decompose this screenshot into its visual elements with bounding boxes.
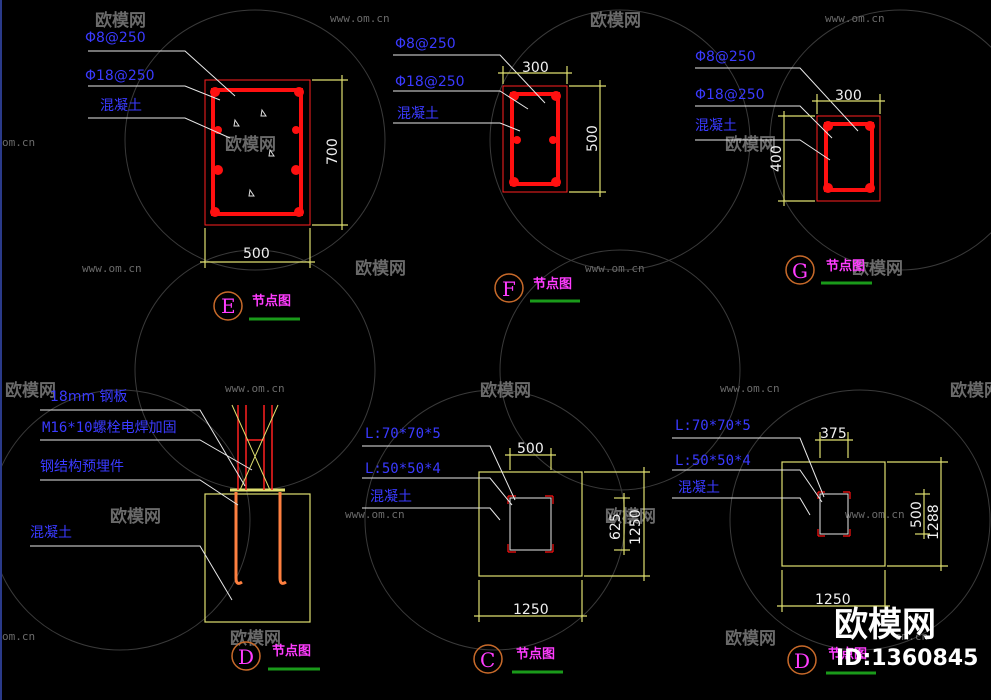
dimension-width: 300 — [835, 88, 862, 104]
watermark-brand: 欧模网 — [950, 380, 991, 401]
watermark-url: www.om.cn — [345, 508, 405, 521]
detail-title: 节点图 — [826, 258, 865, 274]
dimension-width: 500 — [243, 246, 270, 262]
watermark-url-fragment: om.cn — [2, 630, 35, 643]
dimension-right-inner: 625 — [608, 513, 624, 540]
dimension-top: 375 — [820, 426, 847, 442]
detail-title: 节点图 — [272, 643, 311, 659]
detail-tag: E — [221, 294, 236, 318]
rebar-main-label: Φ18@250 — [395, 74, 465, 90]
detail-d1: 18mm 钢板 M16*10螺栓电焊加固 钢结构预埋件 混凝土 D 节点图 — [30, 389, 320, 671]
rebar-main-label: Φ18@250 — [85, 68, 155, 84]
watermark-brand: 欧模网 — [110, 506, 161, 527]
dimension-bottom: 1250 — [513, 602, 549, 618]
detail-g: Φ8@250 Φ18@250 混凝土 300 400 G 节点图 — [695, 49, 885, 285]
concrete-label: 混凝土 — [100, 98, 142, 114]
detail-e: Φ8@250 Φ18@250 混凝土 500 700 E 节点图 — [85, 30, 348, 321]
dimension-bottom: 1250 — [815, 592, 851, 608]
watermark-url: www.om.cn — [82, 262, 142, 275]
detail-f: Φ8@250 Φ18@250 混凝土 300 500 F 节点图 — [393, 36, 606, 303]
model-id-text: ID:1360845 — [836, 646, 978, 671]
watermark-brand: 欧模网 — [852, 258, 903, 279]
rebar-stirrup-label: Φ8@250 — [85, 30, 146, 46]
detail-tag: C — [480, 648, 495, 672]
detail-title: 节点图 — [516, 646, 555, 662]
watermark-url-fragment: om.cn — [895, 630, 928, 643]
brand-overlay: 欧模网 ID:1360845 — [834, 605, 978, 671]
watermark-brand: 欧模网 — [725, 628, 776, 649]
rebar-stirrup-label: Φ8@250 — [395, 36, 456, 52]
watermark-brand: 欧模网 — [5, 380, 56, 401]
watermark-url: www.om.cn — [720, 382, 780, 395]
detail-tag: F — [502, 277, 516, 301]
watermark-url: www.om.cn — [330, 12, 390, 25]
watermark-brand: 欧模网 — [725, 134, 776, 155]
detail-tag: D — [794, 649, 810, 673]
detail-title: 节点图 — [828, 646, 867, 662]
watermark-url-fragment: om.cn — [2, 136, 35, 149]
dimension-right-outer: 1250 — [628, 509, 644, 545]
angle-outer-label: L:70*70*5 — [675, 418, 751, 434]
watermark-brand: 欧模网 — [480, 380, 531, 401]
watermark-brand: 欧模网 — [230, 628, 281, 649]
watermark-brand: 欧模网 — [95, 10, 146, 31]
rebar-main-label: Φ18@250 — [695, 87, 765, 103]
concrete-label: 混凝土 — [30, 525, 72, 541]
angle-inner-label: L:50*50*4 — [365, 461, 441, 477]
rebar-stirrup-label: Φ8@250 — [695, 49, 756, 65]
concrete-label: 混凝土 — [678, 480, 720, 496]
brand-logo-text: 欧模网 — [834, 605, 936, 645]
concrete-label: 混凝土 — [695, 118, 737, 134]
dimension-width: 300 — [522, 60, 549, 76]
watermark-brand: 欧模网 — [355, 258, 406, 279]
angle-outer-label: L:70*70*5 — [365, 426, 441, 442]
angle-inner-label: L:50*50*4 — [675, 453, 751, 469]
detail-title: 节点图 — [533, 276, 572, 292]
dimension-height: 400 — [769, 145, 785, 172]
detail-c: L:70*70*5 L:50*50*4 混凝土 500 625 1250 125… — [362, 426, 650, 674]
dimension-right-outer: 1288 — [926, 504, 942, 540]
dimension-height: 500 — [585, 125, 601, 152]
watermark-url: www.om.cn — [585, 262, 645, 275]
detail-title: 节点图 — [252, 293, 291, 309]
detail-tag: G — [792, 259, 808, 283]
concrete-label: 混凝土 — [397, 106, 439, 122]
dimension-top: 500 — [517, 441, 544, 457]
dimension-right-inner: 500 — [909, 501, 925, 528]
dimension-height: 700 — [325, 138, 341, 165]
watermark-brand: 欧模网 — [590, 10, 641, 31]
watermark-brand: 欧模网 — [605, 506, 656, 527]
concrete-label: 混凝土 — [370, 489, 412, 505]
bolt-label: M16*10螺栓电焊加固 — [42, 420, 177, 436]
watermark-url: www.om.cn — [845, 508, 905, 521]
embedded-steel-label: 钢结构预埋件 — [40, 459, 124, 475]
steel-plate-label: 18mm 钢板 — [50, 389, 128, 405]
watermark-url: www.om.cn — [225, 382, 285, 395]
watermark-url: www.om.cn — [825, 12, 885, 25]
detail-d2: L:70*70*5 L:50*50*4 混凝土 375 500 1288 125… — [672, 418, 948, 675]
watermark-brand: 欧模网 — [225, 134, 276, 155]
detail-tag: D — [238, 645, 254, 669]
watermark-layer: www.om.cn www.om.cn www.om.cn www.om.cn … — [0, 9, 991, 651]
